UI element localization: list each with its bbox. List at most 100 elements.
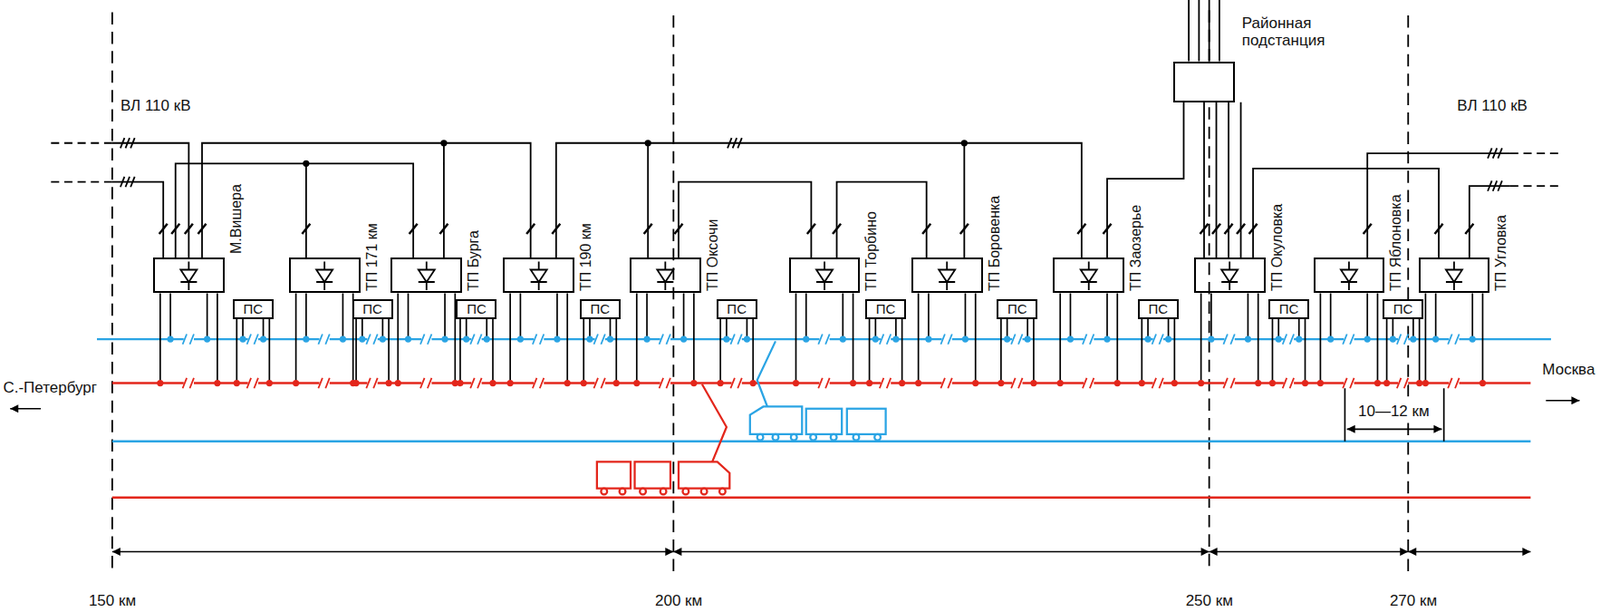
red-train — [682, 488, 689, 495]
diode-symbol — [1221, 260, 1238, 290]
junction-dot — [1138, 379, 1146, 386]
section-insulator — [730, 377, 742, 388]
feeder — [928, 292, 966, 339]
feeder — [1211, 292, 1249, 339]
junction-dot — [1103, 336, 1110, 343]
power-line — [50, 143, 1562, 186]
substation-name: ТП 190 км — [578, 221, 595, 294]
diode-symbol — [1221, 269, 1238, 282]
section-insulator — [659, 377, 671, 388]
junction-dot — [1327, 336, 1334, 343]
junction-dot — [456, 379, 463, 386]
junction-dot — [802, 336, 810, 343]
line-label: ВЛ 110 кВ — [1456, 96, 1528, 116]
feeder — [170, 292, 208, 339]
km-label: 250 км — [1185, 591, 1234, 610]
diode-symbol — [316, 269, 333, 282]
breaker-symbol — [1077, 223, 1086, 234]
diode-symbol — [938, 260, 955, 290]
red-train — [597, 384, 730, 495]
diode-symbol — [1445, 269, 1463, 282]
feeder — [510, 292, 568, 383]
line-mark — [1487, 180, 1503, 191]
section-insulator — [1082, 333, 1094, 344]
junction-dot — [1432, 336, 1439, 343]
feeder — [1060, 292, 1118, 383]
diode-symbol — [180, 260, 197, 290]
section-insulator — [659, 333, 671, 344]
substation-label: Районная подстанция — [1242, 14, 1369, 50]
junction-dot — [997, 379, 1004, 386]
junction-dot — [680, 336, 687, 343]
sectioning-post: ПС — [1268, 298, 1310, 319]
junction-dot — [1409, 336, 1417, 343]
junction-dot — [1364, 336, 1371, 343]
junction-dot — [1144, 336, 1151, 343]
diode-symbol — [1080, 260, 1098, 290]
section-insulator — [183, 377, 194, 388]
dimension-line — [1344, 387, 1444, 442]
feeder — [362, 318, 384, 340]
diode-symbol — [418, 269, 435, 282]
blue-train — [750, 405, 802, 434]
feeder — [236, 318, 270, 384]
junction-dot — [717, 379, 724, 386]
junction-dot — [203, 336, 211, 343]
feeder — [1141, 318, 1175, 384]
feeder — [1001, 318, 1034, 384]
traction-substation: М.Вишера — [153, 257, 225, 293]
line-mark — [120, 176, 135, 187]
diode-symbol — [656, 269, 674, 282]
substation-name: ТП Оксочи — [704, 217, 722, 293]
feeder — [1201, 292, 1259, 383]
junction-dot — [962, 336, 969, 343]
diode-symbol — [816, 269, 833, 282]
feeder — [1272, 318, 1305, 384]
junction-dot — [395, 379, 402, 386]
red-train — [639, 488, 646, 495]
red-train — [600, 488, 608, 495]
section-insulator — [1447, 377, 1459, 388]
junction-dot — [690, 379, 697, 386]
feeder — [869, 318, 903, 384]
section-insulator — [318, 333, 329, 344]
junction-dot — [239, 336, 246, 343]
post-label: ПС — [466, 301, 487, 316]
section-insulator — [818, 377, 829, 388]
junction-dot — [580, 379, 588, 386]
junction-dot — [302, 160, 309, 167]
junction-dot — [266, 379, 273, 386]
junction-dot — [489, 379, 496, 386]
section-insulator — [593, 377, 605, 388]
junction-dot — [839, 336, 847, 343]
feeder — [296, 292, 354, 383]
dimension-line — [1209, 550, 1409, 553]
feeder — [1387, 318, 1420, 384]
feeder — [466, 318, 488, 340]
section-insulator — [1342, 377, 1354, 388]
breaker-symbol — [1224, 223, 1234, 234]
post-label: ПС — [362, 301, 383, 316]
junction-dot — [892, 336, 899, 343]
traction-substation: ТП Яблоновка — [1313, 257, 1386, 293]
junction-dot — [915, 379, 922, 386]
section-insulator — [1397, 377, 1408, 388]
section-insulator — [1447, 333, 1459, 344]
section-insulator — [593, 333, 605, 344]
section-insulator — [183, 333, 194, 344]
section-insulator — [318, 377, 329, 388]
sectioning-post: ПС — [1137, 298, 1179, 319]
section-insulator — [470, 333, 482, 344]
junction-dot — [643, 336, 650, 343]
section-insulator — [940, 333, 952, 344]
dimension-line — [112, 550, 674, 553]
diode-symbol — [530, 260, 548, 290]
section-insulator — [247, 333, 259, 344]
breaker-symbol — [644, 223, 653, 234]
junction-dot — [792, 379, 800, 386]
junction-dot — [1422, 379, 1429, 386]
breaker-symbol — [960, 223, 969, 234]
traction-substation: ТП Заозерье — [1052, 257, 1125, 293]
breaker-symbol — [171, 223, 180, 234]
breaker-symbol — [1236, 223, 1245, 234]
